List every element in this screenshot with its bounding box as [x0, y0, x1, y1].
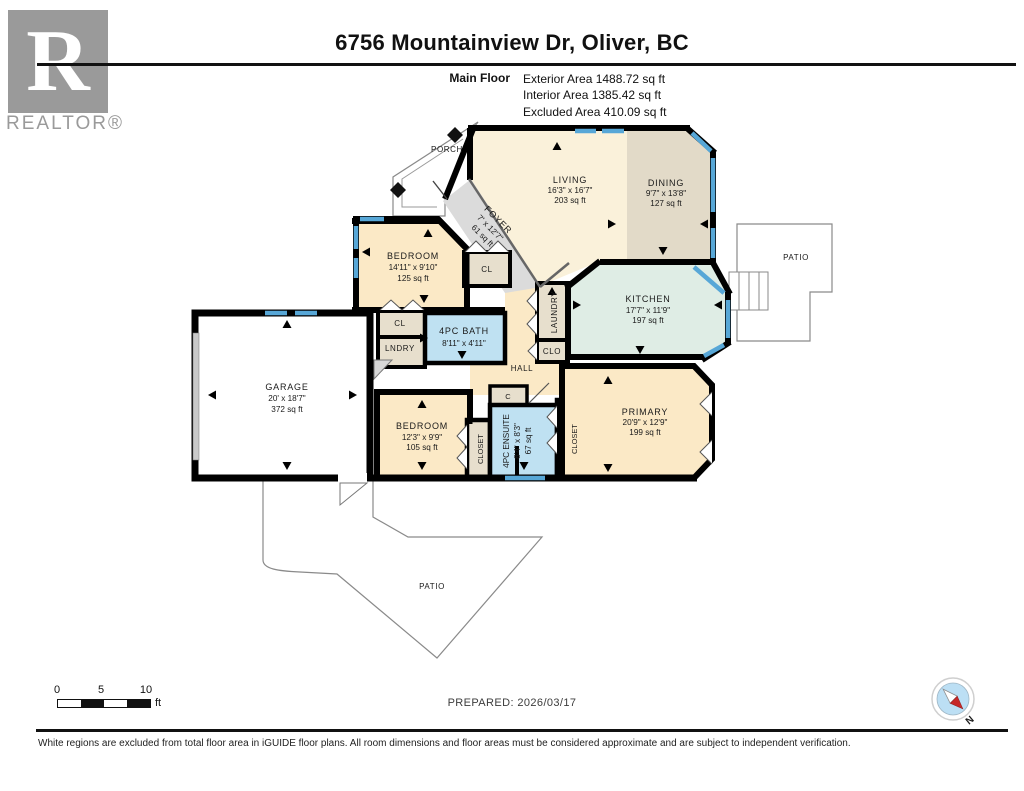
- room-fills: [443, 131, 728, 395]
- label-c-closet: C: [505, 392, 511, 401]
- scale-tick-10: 10: [139, 684, 153, 696]
- label-kitchen: KITCHEN: [625, 294, 670, 304]
- label-bath: 4PC BATH: [439, 326, 489, 336]
- svg-text:CLOSET: CLOSET: [570, 424, 579, 454]
- svg-text:9'7" x 13'8": 9'7" x 13'8": [646, 189, 686, 198]
- scale-tick-0: 0: [53, 684, 61, 696]
- direction-arrows: [208, 142, 722, 472]
- label-porch: PORCH: [431, 145, 463, 154]
- svg-text:127 sq ft: 127 sq ft: [650, 199, 682, 208]
- exterior-area: Exterior Area 1488.72 sq ft: [523, 72, 666, 86]
- porch-post: [447, 127, 463, 143]
- svg-text:105 sq ft: 105 sq ft: [406, 443, 438, 452]
- room-bath-area: [422, 310, 508, 366]
- excluded-area: Excluded Area 410.09 sq ft: [523, 104, 667, 119]
- interior-area: Interior Area 1385.42 sq ft: [523, 88, 662, 103]
- floor-label: Main Floor: [449, 71, 510, 85]
- closet-hall-area: [376, 308, 427, 339]
- realtor-logo: R: [8, 10, 108, 113]
- svg-text:17'7" x 11'9": 17'7" x 11'9": [626, 306, 670, 315]
- label-living: LIVING: [553, 175, 587, 185]
- footer-divider: [36, 729, 1008, 732]
- room-kitchen-area: [568, 262, 728, 358]
- svg-text:20' x 18'7": 20' x 18'7": [268, 394, 306, 403]
- room-living-area: [470, 131, 627, 286]
- label-patio-lower: PATIO: [419, 582, 445, 591]
- svg-text:197 sq ft: 197 sq ft: [632, 316, 664, 325]
- area-summary: Exterior Area 1488.72 sq ft Interior Are…: [523, 71, 666, 120]
- garage-door-rear: [339, 482, 369, 507]
- hall-area: [470, 286, 562, 395]
- page-title: 6756 Mountainview Dr, Oliver, BC: [335, 30, 689, 55]
- scale-tick-5: 5: [97, 684, 105, 696]
- scale-unit: ft: [155, 697, 162, 709]
- scale-bar: [57, 699, 151, 708]
- svg-text:67 sq ft: 67 sq ft: [524, 427, 533, 455]
- label-patio-upper: PATIO: [783, 253, 809, 262]
- svg-text:8'4" x 8'3": 8'4" x 8'3": [513, 423, 522, 459]
- patio-lower-outline: [262, 481, 544, 659]
- label-hall: HALL: [511, 364, 533, 373]
- compass-n-label: N: [964, 714, 977, 727]
- label-bedroom-upper: BEDROOM: [387, 251, 439, 261]
- compass-needle: [942, 688, 964, 710]
- room-dining-area: [627, 131, 713, 262]
- disclaimer-text: White regions are excluded from total fl…: [38, 738, 851, 749]
- patio-upper-outline: [728, 223, 833, 342]
- label-lndry: LNDRY: [385, 344, 415, 353]
- label-closet-bedroom: CLOSET: [476, 434, 485, 464]
- floorplan-drawing: PORCH PATIO PATIO LIVING 16'3" x 16'7" 2…: [191, 121, 833, 659]
- svg-text:372 sq ft: 372 sq ft: [271, 405, 303, 414]
- lndry-area: [376, 335, 427, 369]
- label-closet-foyer: CL: [481, 265, 492, 274]
- label-closet-primary: CLOSET: [570, 424, 579, 454]
- svg-text:20'9" x 12'9": 20'9" x 12'9": [623, 418, 668, 427]
- svg-text:12'3" x 9'9": 12'3" x 9'9": [402, 433, 442, 442]
- svg-text:8'11" x 4'11": 8'11" x 4'11": [442, 339, 486, 348]
- porch-post: [390, 182, 406, 198]
- label-ensuite: 4PC ENSUITE 8'4" x 8'3" 67 sq ft: [502, 414, 533, 468]
- prepared-date: PREPARED: 2026/03/17: [447, 697, 577, 709]
- closet-foyer-area: [462, 250, 512, 288]
- svg-text:203 sq ft: 203 sq ft: [554, 196, 586, 205]
- realtor-wordmark: REALTOR®: [6, 113, 124, 134]
- svg-text:199 sq ft: 199 sq ft: [629, 428, 661, 437]
- label-bedroom-lower: BEDROOM: [396, 421, 448, 431]
- svg-text:LAUNDRY: LAUNDRY: [550, 291, 559, 333]
- label-closet-hall: CL: [394, 319, 405, 328]
- entry-door-swing: [373, 359, 394, 381]
- label-primary: PRIMARY: [622, 407, 668, 417]
- label-dining: DINING: [648, 178, 684, 188]
- svg-text:4PC ENSUITE: 4PC ENSUITE: [502, 414, 511, 468]
- foyer-area: [443, 179, 541, 293]
- realtor-logo-letter: R: [26, 12, 90, 110]
- windows: [265, 128, 731, 481]
- svg-text:CLOSET: CLOSET: [476, 434, 485, 464]
- doors: [192, 180, 713, 507]
- svg-text:14'11" x 9'10": 14'11" x 9'10": [389, 263, 438, 272]
- svg-text:16'3" x 16'7": 16'3" x 16'7": [548, 186, 593, 195]
- garage-door-side: [192, 332, 200, 461]
- patio-stairs: [728, 271, 769, 311]
- label-garage: GARAGE: [265, 382, 308, 392]
- title-divider: [37, 63, 1016, 66]
- label-laundry: LAUNDRY: [550, 291, 559, 333]
- compass: N: [931, 677, 977, 727]
- svg-text:125 sq ft: 125 sq ft: [397, 274, 429, 283]
- label-clo: CLO: [543, 347, 561, 356]
